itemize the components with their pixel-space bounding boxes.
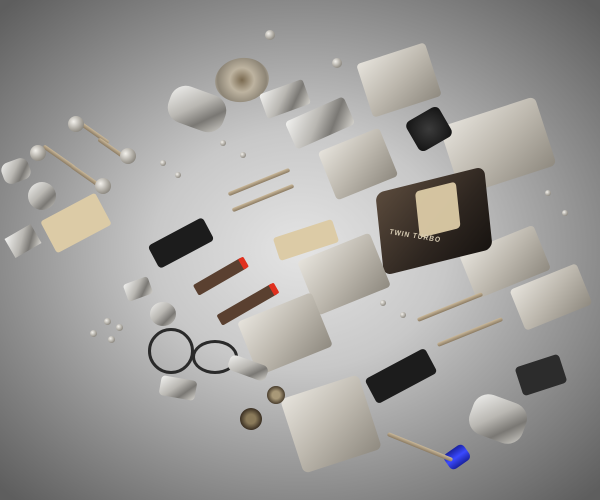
bolt [545,190,551,196]
camshaft-4 [436,317,504,347]
engine-mount-bracket [4,223,42,259]
heat-shield [514,353,568,397]
bolt [332,58,342,68]
bolt [562,210,568,216]
turbocharger-right [464,389,532,449]
bolt [240,152,246,158]
engine-cover-insert [414,181,461,238]
bolt [104,318,111,325]
water-pump [150,302,176,326]
oil-cooler-line [386,432,454,462]
intake-tube-1 [192,256,250,296]
head-gasket-left [147,216,215,270]
piston-2 [120,148,136,164]
piston-1 [68,116,84,132]
bolt [400,312,406,318]
bolt [265,30,275,40]
bolt [160,160,166,166]
timing-chain-1 [148,328,194,374]
starter-motor [0,155,33,187]
lower-front-cover [279,374,383,474]
upper-oil-pan [356,42,442,118]
idler-pulley [267,386,285,404]
head-gasket-right [364,347,438,405]
damper-pulley [240,408,262,430]
bolt [175,172,181,178]
front-bracket [158,375,198,401]
bolt [90,330,97,337]
bolt [220,140,226,146]
bolt [380,300,386,306]
thermostat-housing [122,276,154,302]
camshaft-3 [416,292,484,322]
bolt [108,336,115,343]
piston-4 [95,178,111,194]
bolt [116,324,123,331]
piston-3 [30,145,46,161]
alternator [28,182,56,210]
